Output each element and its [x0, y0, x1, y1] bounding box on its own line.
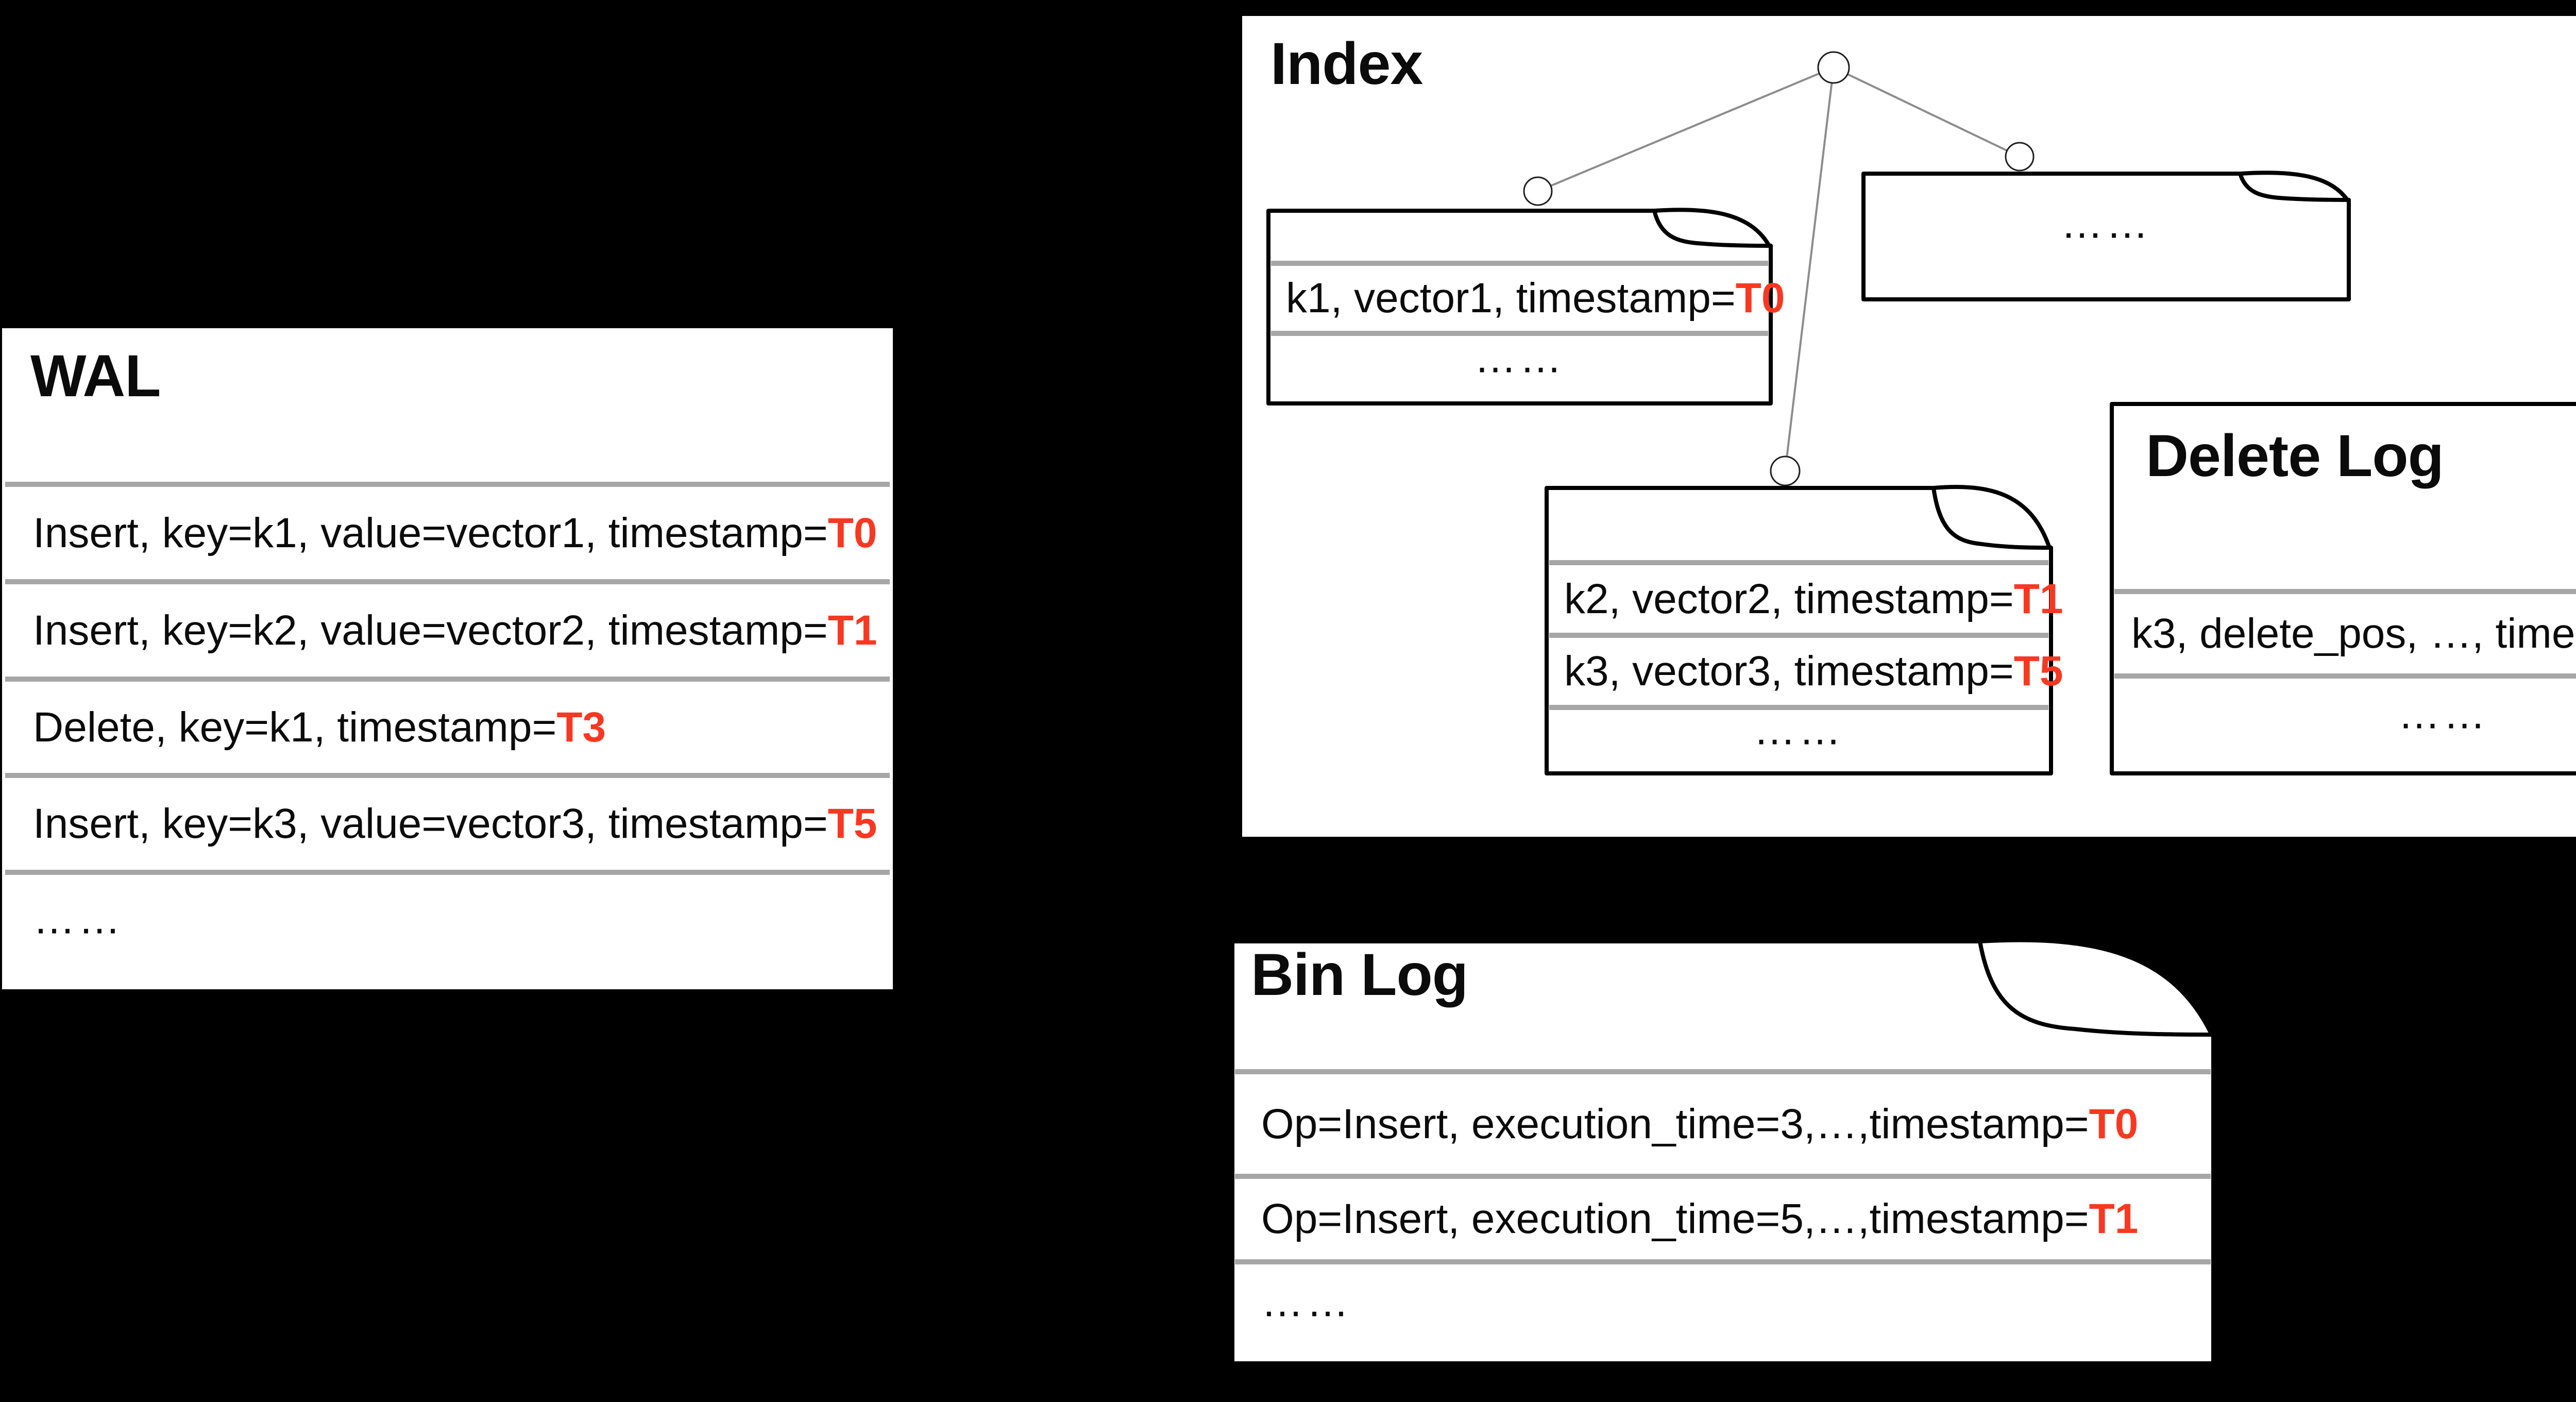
- tree-edge: [1537, 66, 1834, 192]
- row-timestamp: T1: [2013, 575, 2063, 622]
- bin-log-title-band: Bin Log: [1230, 939, 2215, 1069]
- row-timestamp: T0: [1735, 275, 1785, 322]
- divider: [5, 773, 890, 778]
- row-timestamp: T0: [2089, 1100, 2139, 1147]
- divider: [2114, 589, 2576, 594]
- tree-edge: [1784, 67, 1835, 471]
- document-outline: [2110, 402, 2576, 775]
- tree-node: [1770, 455, 1801, 486]
- index-tree: [1523, 51, 2035, 486]
- tree-node: [1523, 176, 1553, 206]
- document-body: [2110, 402, 2576, 775]
- wal-more-row: ……: [2, 875, 893, 989]
- ellipsis-text: ……: [1474, 334, 1565, 381]
- folded-corner: [1652, 208, 1771, 248]
- divider: [1549, 633, 2048, 638]
- segment-more-row: ……: [1266, 334, 1773, 406]
- row-text: Op=Insert, execution_time=5,…,timestamp=: [1261, 1195, 2089, 1242]
- row-text: Insert, key=k3, value=vector3, timestamp…: [33, 800, 828, 847]
- row-text: k1, vector1, timestamp=: [1286, 275, 1736, 322]
- document-body: [1545, 486, 2053, 775]
- tree-edge: [1833, 66, 2020, 158]
- doc-header-band: [1545, 486, 2053, 560]
- wal-title: WAL: [30, 343, 161, 409]
- folded-corner: [2238, 171, 2349, 202]
- divider: [5, 677, 890, 682]
- bin-log-more-row: ……: [1230, 1264, 2215, 1365]
- folded-corner: [1978, 938, 2214, 1037]
- document-outline: [1545, 485, 2053, 775]
- divider: [1271, 261, 1768, 266]
- document-body: [1861, 172, 2351, 301]
- delete-log-more-row: ……: [2110, 679, 2576, 775]
- tree-root-node: [1817, 51, 1850, 84]
- row-timestamp: T5: [827, 800, 877, 847]
- index-title: Index: [1270, 31, 1423, 97]
- row-text: Op=Insert, execution_time=3,…,timestamp=: [1261, 1100, 2089, 1147]
- document-body: [1230, 939, 2215, 1365]
- wal-row: Insert, key=k3, value=vector3, timestamp…: [2, 778, 893, 870]
- segment-more-row: ……: [1545, 706, 2053, 775]
- divider: [5, 870, 890, 875]
- ellipsis-text: ……: [33, 896, 124, 943]
- ellipsis-text: ……: [1261, 1278, 1352, 1326]
- index-segment-doc-1: k1, vector1, timestamp=T0 ……: [1266, 208, 1785, 406]
- row-timestamp: T5: [2013, 648, 2063, 695]
- divider: [1271, 331, 1768, 336]
- document-body: [1266, 209, 1773, 406]
- bin-log-row: Op=Insert, execution_time=5,…,timestamp=…: [1230, 1179, 2215, 1259]
- divider: [1549, 705, 2048, 710]
- delete-log-title: Delete Log: [2146, 423, 2444, 489]
- delete-log-box: Delete Log k3, delete_pos, …, timestamp=…: [2110, 402, 2576, 775]
- index-panel: Index k1, vector1, timestamp=T0: [1242, 16, 2576, 837]
- divider: [1549, 560, 2048, 565]
- row-text: Insert, key=k1, value=vector1, timestamp…: [33, 509, 828, 556]
- bin-log-row: Op=Insert, execution_time=3,…,timestamp=…: [1230, 1074, 2215, 1174]
- row-timestamp: T3: [556, 703, 606, 751]
- index-segment-doc-2: ……: [1861, 171, 2351, 301]
- segment-row: k3, vector3, timestamp=T5: [1545, 638, 2063, 705]
- ellipsis-text: ……: [2061, 200, 2151, 247]
- ellipsis-text: ……: [1753, 706, 1844, 753]
- row-text: k2, vector2, timestamp=: [1564, 575, 2014, 622]
- divider: [5, 579, 890, 584]
- folded-corner: [1931, 485, 2052, 550]
- divider: [1235, 1259, 2211, 1264]
- divider: [1235, 1174, 2211, 1179]
- wal-box: WAL Insert, key=k1, value=vector1, times…: [2, 328, 893, 989]
- divider: [1235, 1069, 2211, 1074]
- wal-row: Delete, key=k1, timestamp=T3: [2, 682, 893, 773]
- segment-row: k1, vector1, timestamp=T0: [1266, 266, 1785, 331]
- segment-row: k2, vector2, timestamp=T1: [1545, 565, 2063, 633]
- divider: [5, 482, 890, 487]
- doc-header-band: [1266, 209, 1773, 261]
- bin-log-box: Bin Log Op=Insert, execution_time=3,…,ti…: [1230, 938, 2215, 1365]
- delete-log-row: k3, delete_pos, …, timestamp=T3: [2110, 594, 2576, 673]
- row-text: Delete, key=k1, timestamp=: [33, 703, 557, 751]
- wal-row: Insert, key=k1, value=vector1, timestamp…: [2, 487, 893, 579]
- wal-title-band: WAL: [2, 328, 893, 482]
- document-outline: [1861, 171, 2351, 301]
- row-text: k3, delete_pos, …, timestamp=: [2131, 610, 2576, 657]
- divider: [2114, 673, 2576, 679]
- document-outline: [1230, 938, 2215, 1365]
- row-text: Insert, key=k2, value=vector2, timestamp…: [33, 606, 828, 654]
- row-timestamp: T0: [827, 509, 877, 556]
- segment-more-row: ……: [1861, 172, 2351, 301]
- ellipsis-text: ……: [2398, 690, 2489, 738]
- tree-node: [2005, 142, 2035, 172]
- row-timestamp: T1: [2089, 1195, 2139, 1242]
- delete-log-title-band: Delete Log: [2110, 402, 2576, 589]
- index-segment-doc-3: k2, vector2, timestamp=T1 k3, vector3, t…: [1545, 485, 2063, 775]
- bin-log-title: Bin Log: [1251, 942, 1468, 1008]
- row-text: k3, vector3, timestamp=: [1564, 648, 2014, 695]
- row-timestamp: T1: [827, 606, 877, 654]
- wal-row: Insert, key=k2, value=vector2, timestamp…: [2, 584, 893, 677]
- document-outline: [1266, 208, 1773, 406]
